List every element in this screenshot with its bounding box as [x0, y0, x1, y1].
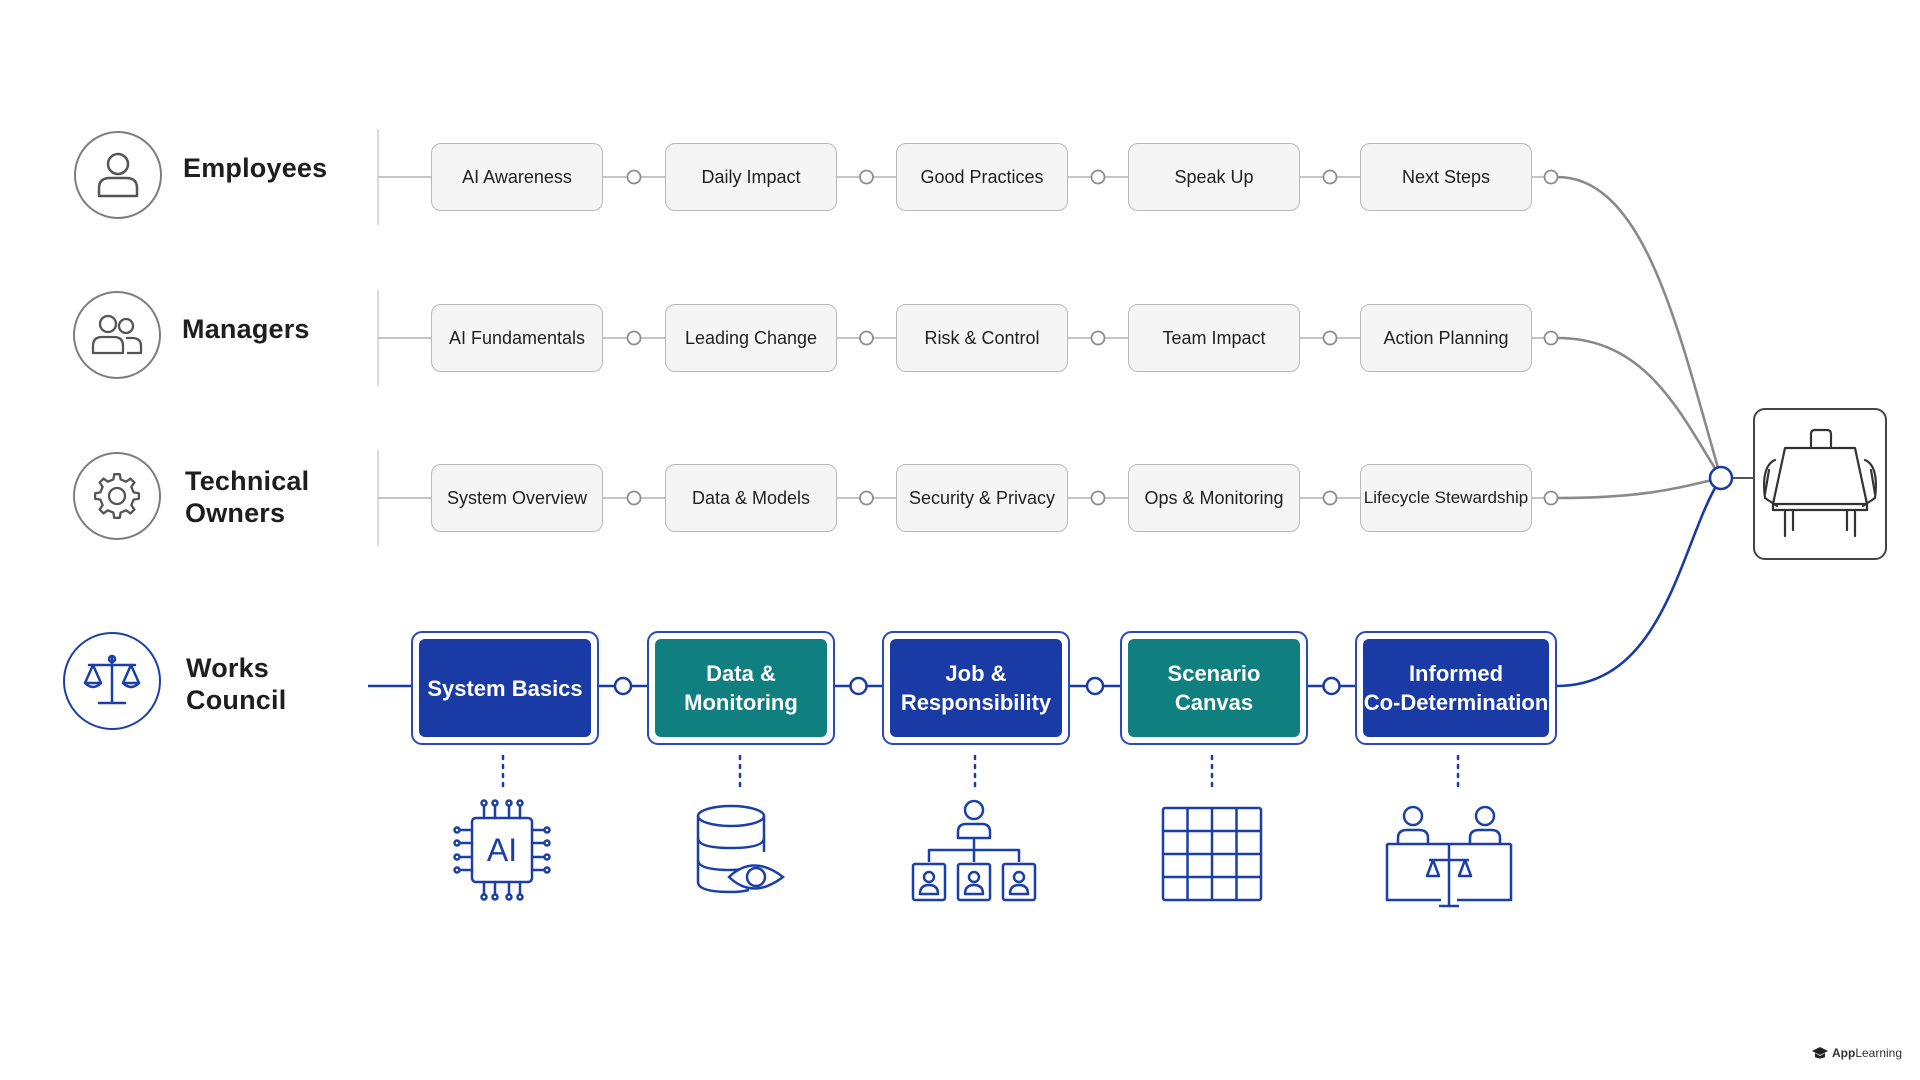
connector-node	[1322, 330, 1338, 346]
step-box[interactable]: AI Fundamentals	[431, 304, 603, 372]
ai-chip-icon: AI	[453, 799, 551, 901]
route-to-council-line	[1557, 336, 1723, 479]
step-box[interactable]: Leading Change	[665, 304, 837, 372]
route-to-council-line	[1557, 476, 1722, 500]
step-box[interactable]: Security & Privacy	[896, 464, 1068, 532]
brand-name-rest: Learning	[1855, 1046, 1903, 1060]
council-route-line	[1556, 477, 1723, 688]
council-connector-node	[1085, 676, 1105, 696]
council-connector-node	[849, 676, 868, 696]
people-icon	[91, 314, 143, 355]
works-council-role-icon	[63, 632, 161, 730]
row-end-node	[1543, 169, 1559, 185]
employees-role-icon	[74, 131, 162, 219]
org-chart-icon	[911, 799, 1037, 902]
person-icon	[97, 152, 139, 198]
row-end-node	[1543, 330, 1559, 346]
works-council-step[interactable]: Job & Responsibility	[882, 631, 1070, 745]
step-box[interactable]: Daily Impact	[665, 143, 837, 211]
step-box[interactable]: Lifecycle Stewardship	[1360, 464, 1532, 532]
works-council-step-label: System Basics	[419, 639, 591, 737]
technical-owners-role-label: Technical Owners	[185, 466, 310, 528]
connector-node	[626, 490, 642, 506]
works-council-step[interactable]: Informed Co-Determination	[1355, 631, 1557, 745]
technical-owners-role-icon	[73, 452, 161, 540]
works-council-step-label: Data & Monitoring	[655, 639, 827, 737]
brand-logo: AppLearning	[1812, 1046, 1902, 1060]
connector-node	[859, 169, 874, 185]
connector-node	[626, 169, 642, 185]
employees-role-label: Employees	[183, 153, 328, 183]
grid-canvas-icon	[1161, 806, 1263, 902]
connector-node	[859, 330, 874, 346]
works-council-step[interactable]: Data & Monitoring	[647, 631, 835, 745]
step-box[interactable]: System Overview	[431, 464, 603, 532]
works-council-step[interactable]: Scenario Canvas	[1120, 631, 1308, 745]
step-box[interactable]: Next Steps	[1360, 143, 1532, 211]
works-council-step[interactable]: System Basics	[411, 631, 599, 745]
connector-node	[626, 330, 642, 346]
works-council-step-label: Scenario Canvas	[1128, 639, 1300, 737]
row-end-node	[1543, 490, 1559, 506]
database-eye-icon	[696, 804, 786, 894]
step-box[interactable]: Action Planning	[1360, 304, 1532, 372]
route-to-council-line	[1557, 175, 1723, 479]
people-scale-icon	[1385, 805, 1513, 908]
works-council-role-label: Works Council	[186, 653, 287, 715]
svg-text:AI: AI	[487, 832, 517, 868]
works-council-step-label: Informed Co-Determination	[1363, 639, 1549, 737]
managers-role-label: Managers	[182, 314, 310, 344]
connector-node	[1322, 169, 1338, 185]
managers-role-icon	[73, 291, 161, 379]
council-connector-node	[1322, 676, 1341, 696]
step-box[interactable]: Speak Up	[1128, 143, 1300, 211]
brand-name-bold: App	[1832, 1046, 1856, 1060]
connector-node	[1090, 330, 1106, 346]
connector-node	[1090, 169, 1106, 185]
step-box[interactable]: Data & Models	[665, 464, 837, 532]
step-box[interactable]: Team Impact	[1128, 304, 1300, 372]
step-box[interactable]: Risk & Control	[896, 304, 1068, 372]
connector-node	[1322, 490, 1338, 506]
graduation-cap-icon	[1812, 1047, 1828, 1059]
meeting-table-box	[1753, 408, 1887, 560]
step-box[interactable]: Ops & Monitoring	[1128, 464, 1300, 532]
hub-node	[1708, 465, 1734, 491]
connector-node	[859, 490, 874, 506]
step-box[interactable]: AI Awareness	[431, 143, 603, 211]
step-box[interactable]: Good Practices	[896, 143, 1068, 211]
scale-icon	[83, 654, 141, 705]
meeting-table-icon	[1763, 428, 1877, 538]
gear-icon	[94, 473, 140, 519]
connector-node	[1090, 490, 1106, 506]
council-connector-node	[613, 676, 633, 696]
works-council-step-label: Job & Responsibility	[890, 639, 1062, 737]
